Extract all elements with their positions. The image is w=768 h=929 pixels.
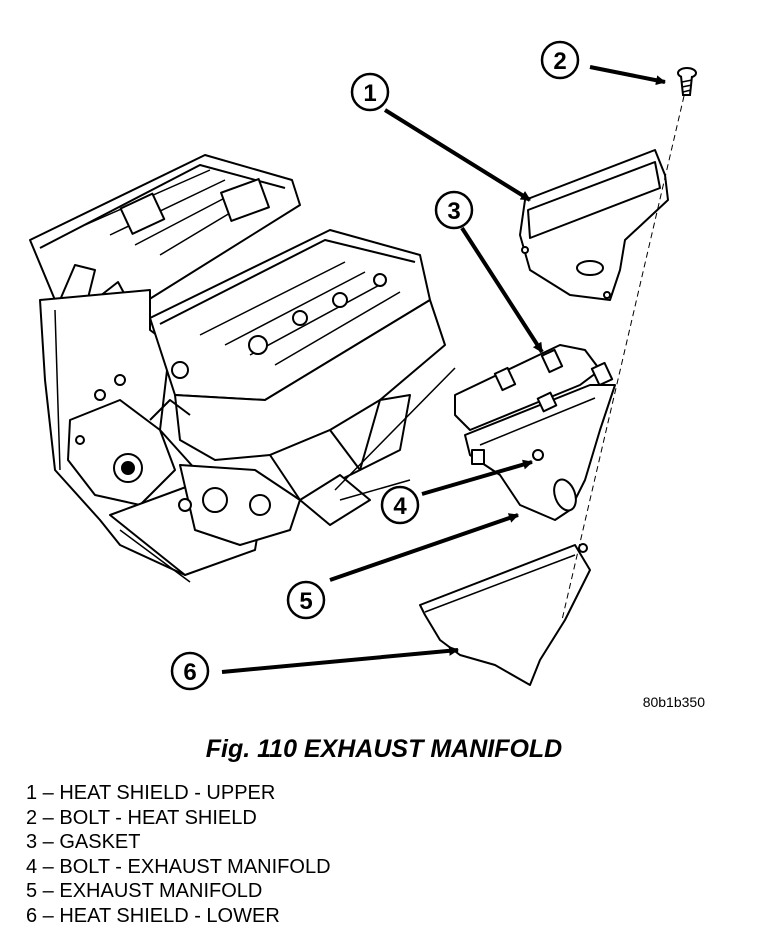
arrow-5 xyxy=(329,513,519,582)
legend-item-2: 2 – BOLT - HEAT SHIELD xyxy=(26,806,257,829)
legend-item-5: 5 – EXHAUST MANIFOLD xyxy=(26,880,263,903)
engine-block xyxy=(29,154,446,583)
gasket xyxy=(454,344,614,431)
callout-1-number: 1 xyxy=(363,80,376,107)
legend-item-6: 6 – HEAT SHIELD - LOWER xyxy=(26,904,280,927)
callout-arrows xyxy=(221,65,666,674)
figure-caption: Fig. 110 EXHAUST MANIFOLD xyxy=(205,735,563,763)
legend-item-4: 4 – BOLT - EXHAUST MANIFOLD xyxy=(26,855,331,878)
parts-legend: 1 – HEAT SHIELD - UPPER 2 – BOLT - HEAT … xyxy=(26,781,331,929)
callout-3: 3 xyxy=(434,190,474,230)
callout-6: 6 xyxy=(170,651,210,691)
callout-5-number: 5 xyxy=(299,588,312,615)
callout-2: 2 xyxy=(540,40,580,80)
exhaust-manifold xyxy=(464,384,616,521)
arrow-1 xyxy=(383,108,532,202)
location-line xyxy=(334,367,456,501)
heat-shield-bolt xyxy=(677,67,697,96)
callout-1: 1 xyxy=(350,72,390,112)
callout-4: 4 xyxy=(380,485,420,525)
image-code: 80b1b350 xyxy=(643,694,706,710)
legend-item-3: 3 – GASKET xyxy=(26,831,141,854)
callout-6-number: 6 xyxy=(183,659,196,686)
callout-3-number: 3 xyxy=(447,198,460,225)
upper-heat-shield xyxy=(519,149,669,301)
arrow-6 xyxy=(221,645,459,674)
arrow-4 xyxy=(421,459,533,496)
lower-heat-shield xyxy=(419,543,591,686)
arrow-2 xyxy=(589,65,666,86)
callout-4-number: 4 xyxy=(393,493,407,520)
callout-2-number: 2 xyxy=(553,48,566,75)
legend-item-1: 1 – HEAT SHIELD - UPPER xyxy=(26,782,276,804)
exhaust-manifold-diagram: 1 2 3 4 5 6 80b1b350 xyxy=(29,40,706,710)
arrow-3 xyxy=(460,226,544,354)
callout-5: 5 xyxy=(286,580,326,620)
